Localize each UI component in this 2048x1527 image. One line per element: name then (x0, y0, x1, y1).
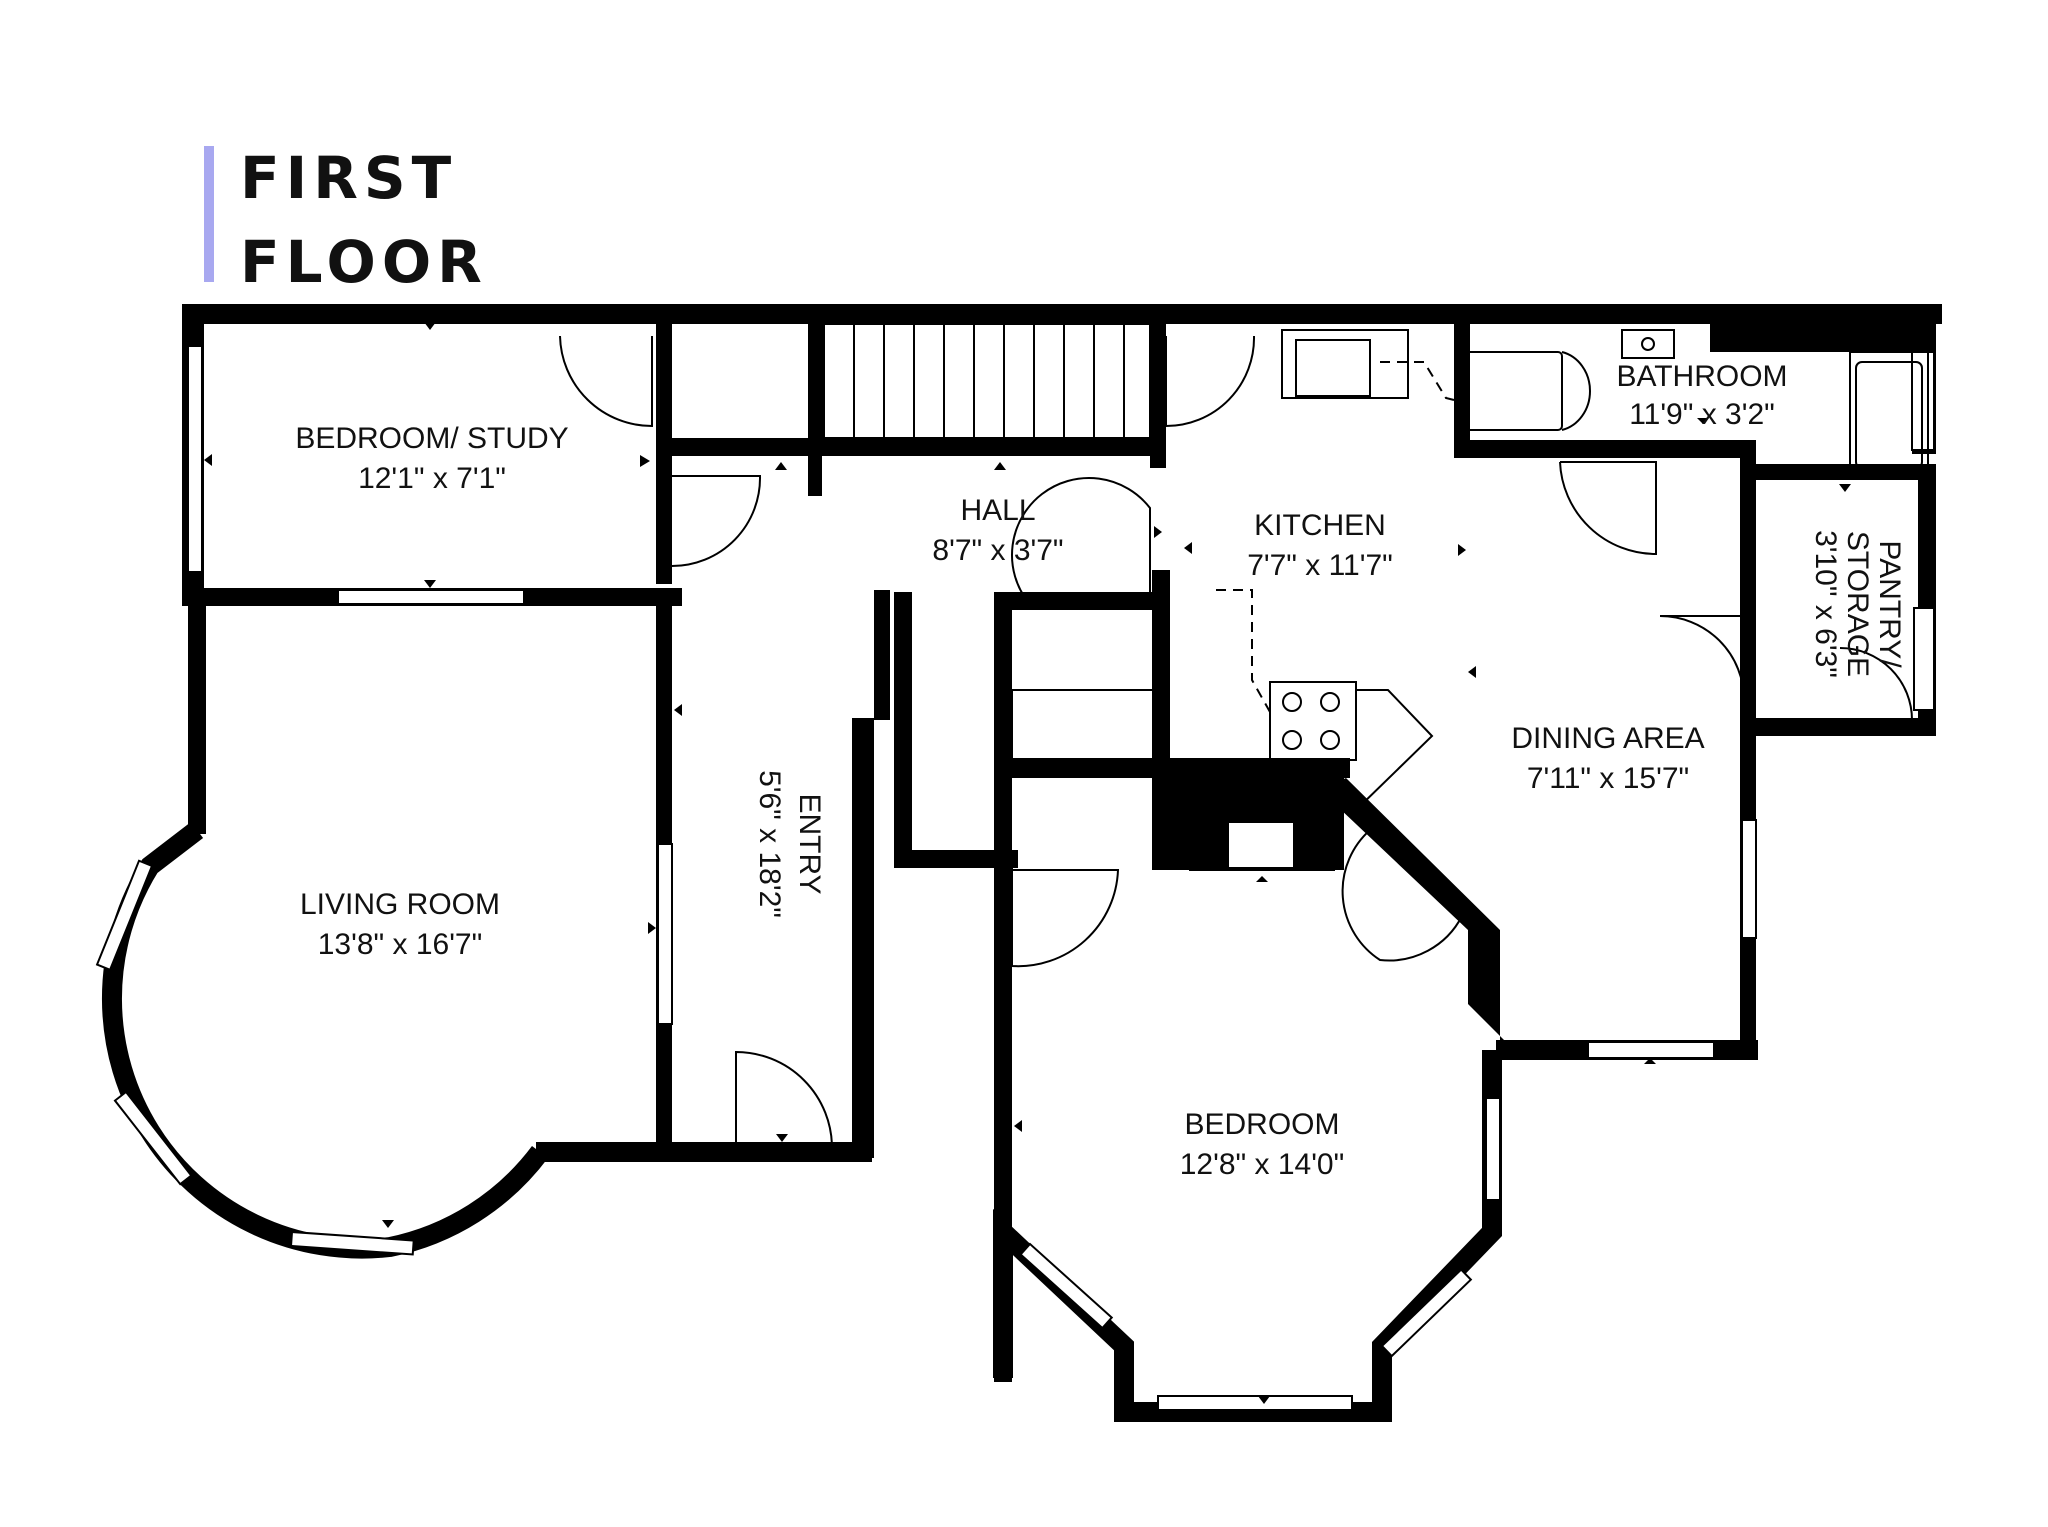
room-dimensions: 13'8" x 16'7" (318, 928, 483, 961)
room-dimensions: 12'1" x 7'1" (358, 462, 506, 495)
room-hall: HALL 8'7" x 3'7" (932, 494, 1063, 567)
title-accent-bar (204, 146, 214, 282)
measurement-marks (204, 322, 1851, 1404)
title-line-1: FIRST (240, 144, 457, 212)
windows (95, 345, 1935, 1411)
room-pantry-storage: PANTRY/ STORAGE 3'10" x 6'3" (1809, 530, 1906, 678)
title-line-2: FLOOR (240, 228, 488, 296)
room-name: BEDROOM (1184, 1108, 1339, 1141)
room-kitchen: KITCHEN 7'7" x 11'7" (1247, 509, 1393, 582)
room-dimensions: 8'7" x 3'7" (932, 534, 1063, 567)
room-dimensions: 12'8" x 14'0" (1180, 1148, 1345, 1181)
room-living-room: LIVING ROOM 13'8" x 16'7" (300, 888, 500, 961)
room-dimensions: 11'9" x 3'2" (1629, 398, 1775, 431)
room-name: HALL (960, 494, 1035, 527)
room-name: KITCHEN (1254, 509, 1386, 542)
room-name: BEDROOM/ STUDY (295, 422, 568, 455)
room-name: ENTRY (793, 793, 826, 894)
room-dimensions: 3'10" x 6'3" (1809, 530, 1842, 678)
room-bedroom: BEDROOM 12'8" x 14'0" (1180, 1108, 1345, 1181)
room-dimensions: 7'11" x 15'7" (1527, 762, 1689, 795)
room-bedroom-study: BEDROOM/ STUDY 12'1" x 7'1" (295, 422, 568, 495)
doors (559, 335, 1914, 1149)
room-bathroom: BATHROOM 11'9" x 3'2" (1616, 360, 1787, 431)
room-name: BATHROOM (1616, 360, 1787, 393)
room-entry: ENTRY 5'6" x 18'2" (753, 770, 826, 918)
room-name-line-2: STORAGE (1841, 531, 1874, 677)
room-dining-area: DINING AREA 7'11" x 15'7" (1511, 722, 1704, 795)
room-dimensions: 7'7" x 11'7" (1247, 549, 1393, 582)
room-dimensions: 5'6" x 18'2" (753, 770, 786, 918)
floor-title: FIRST FLOOR (204, 144, 488, 296)
bathroom-fixtures (1465, 329, 1929, 473)
staircase (823, 323, 1151, 439)
room-name: PANTRY/ (1873, 540, 1906, 668)
fireplace (1189, 779, 1335, 871)
room-name: DINING AREA (1511, 722, 1704, 755)
room-name: LIVING ROOM (300, 888, 500, 921)
kitchen-fixtures (1011, 329, 1455, 811)
